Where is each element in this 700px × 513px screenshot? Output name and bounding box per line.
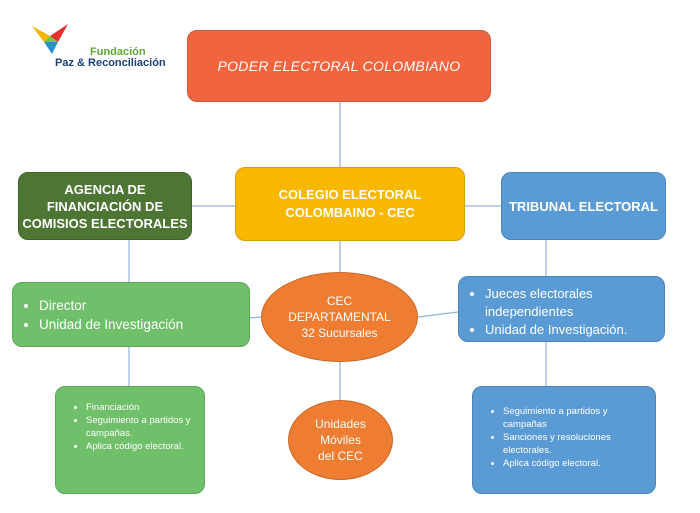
agencia-details-box: Director Unidad de Investigación [12, 282, 250, 347]
agencia-line-1: AGENCIA DE [64, 181, 146, 197]
tribunal-details-box: Jueces electorales independientes Unidad… [458, 276, 665, 342]
tribunal-function-item: Aplica código electoral. [503, 457, 651, 470]
cec-departamental-node: CEC DEPARTAMENTAL 32 Sucursales [261, 272, 418, 362]
dept-line-1: CEC [326, 294, 353, 308]
moviles-line-3: del CEC [318, 449, 363, 463]
colegio-electoral-node: COLEGIO ELECTORAL COLOMBAINO - CEC [235, 167, 465, 241]
agencia-line-3: COMISIOS ELECTORALES [22, 215, 188, 231]
tribunal-electoral-node: TRIBUNAL ELECTORAL [501, 172, 666, 240]
poder-electoral-node: PODER ELECTORAL COLOMBIANO [187, 30, 491, 102]
bird-logo-icon [32, 24, 68, 54]
tribunal-functions-box: Seguimiento a partidos y campañas Sancio… [472, 386, 656, 494]
unidades-moviles-node: Unidades Móviles del CEC [288, 400, 393, 480]
dept-line-2: DEPARTAMENTAL [288, 310, 391, 324]
fundacion-logo: Fundación Paz & Reconciliación [30, 22, 170, 72]
tribunal-function-item: Sanciones y resoluciones electorales. [503, 431, 651, 457]
agencia-detail-item: Unidad de Investigación [39, 315, 249, 334]
agencia-function-item: Seguimiento a partidos y campañas. [86, 414, 200, 440]
agencia-detail-item: Director [39, 296, 249, 315]
poder-electoral-label: PODER ELECTORAL COLOMBIANO [217, 58, 461, 74]
agencia-function-item: Financiación [86, 401, 200, 414]
agencia-function-item: Aplica código electoral. [86, 440, 200, 453]
logo-text-paz: Paz & Reconciliación [55, 57, 166, 69]
moviles-line-2: Móviles [320, 433, 361, 447]
tribunal-function-item: Seguimiento a partidos y campañas [503, 405, 651, 431]
tribunal-detail-item: Jueces electorales independientes [485, 285, 664, 321]
colegio-line-2: COLOMBAINO - CEC [285, 205, 415, 220]
agencia-line-2: FINANCIACIÓN DE [46, 198, 164, 214]
dept-line-3: 32 Sucursales [301, 326, 378, 340]
tribunal-label: TRIBUNAL ELECTORAL [508, 198, 659, 214]
agencia-functions-box: Financiación Seguimiento a partidos y ca… [55, 386, 205, 494]
colegio-line-1: COLEGIO ELECTORAL [278, 187, 422, 202]
tribunal-detail-item: Unidad de Investigación. [485, 321, 664, 339]
logo-text-fundacion: Fundación [90, 46, 146, 58]
moviles-line-1: Unidades [315, 417, 366, 431]
agencia-financiacion-node: AGENCIA DE FINANCIACIÓN DE COMISIOS ELEC… [18, 172, 192, 240]
